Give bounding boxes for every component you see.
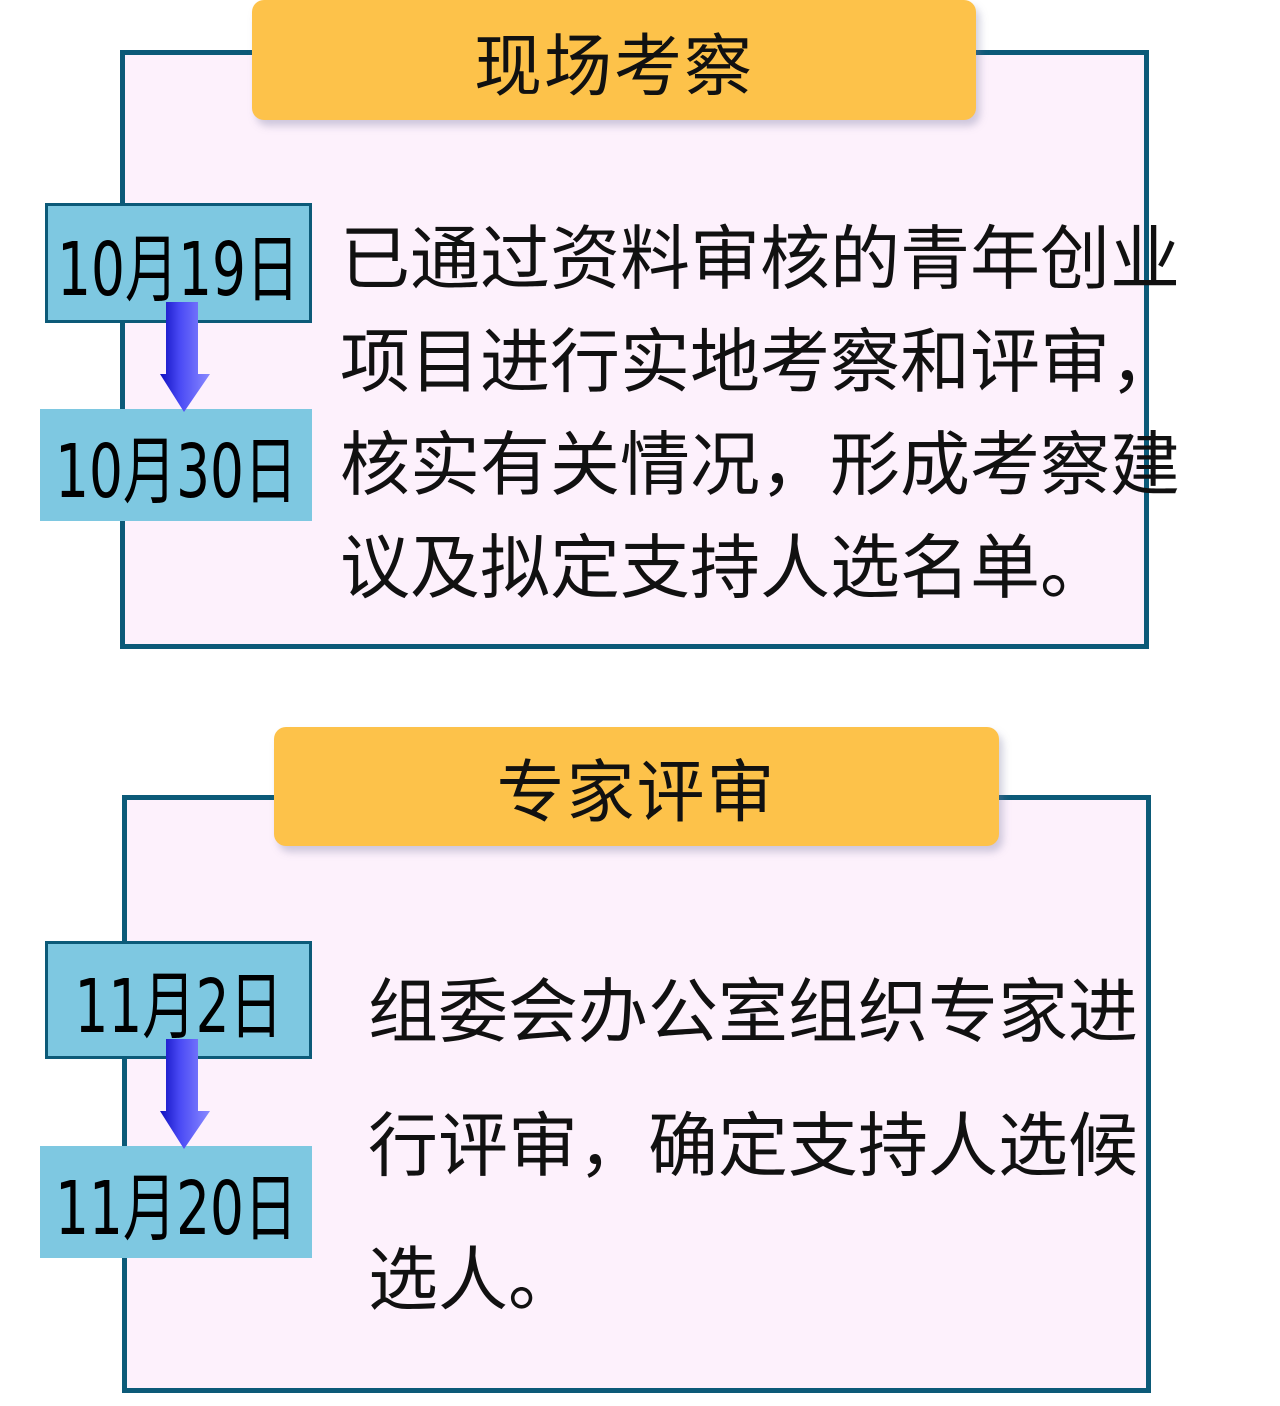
date-start-text: 10月19日: [57, 226, 300, 313]
date-end: 11月20日: [40, 1146, 312, 1258]
date-end-text: 10月30日: [54, 428, 298, 515]
description-line: 行评审，确定支持人选候: [368, 1105, 1138, 1187]
date-end-text: 11月20日: [54, 1165, 298, 1252]
description-line: 选人。: [368, 1239, 578, 1321]
description-line: 已通过资料审核的青年创业: [340, 218, 1180, 300]
section-description: 组委会办公室组织专家进 行评审，确定支持人选候 选人。: [368, 945, 1138, 1347]
arrow-down-icon: [160, 1039, 210, 1149]
description-line: 核实有关情况，形成考察建: [340, 424, 1180, 506]
date-start-text: 11月2日: [74, 963, 283, 1050]
section-card-expert-review: [122, 795, 1151, 1393]
section-card-site-inspection: [120, 50, 1149, 649]
description-line: 议及拟定支持人选名单。: [340, 527, 1110, 609]
date-start: 11月2日: [45, 941, 312, 1059]
section-title: 专家评审: [274, 727, 999, 846]
description-line: 组委会办公室组织专家进: [368, 971, 1138, 1053]
section-description: 已通过资料审核的青年创业 项目进行实地考察和评审， 核实有关情况，形成考察建 议…: [340, 208, 1180, 620]
date-end: 10月30日: [40, 409, 312, 521]
section-title: 现场考察: [252, 0, 976, 120]
description-line: 项目进行实地考察和评审，: [340, 321, 1180, 403]
arrow-down-icon: [160, 302, 210, 412]
